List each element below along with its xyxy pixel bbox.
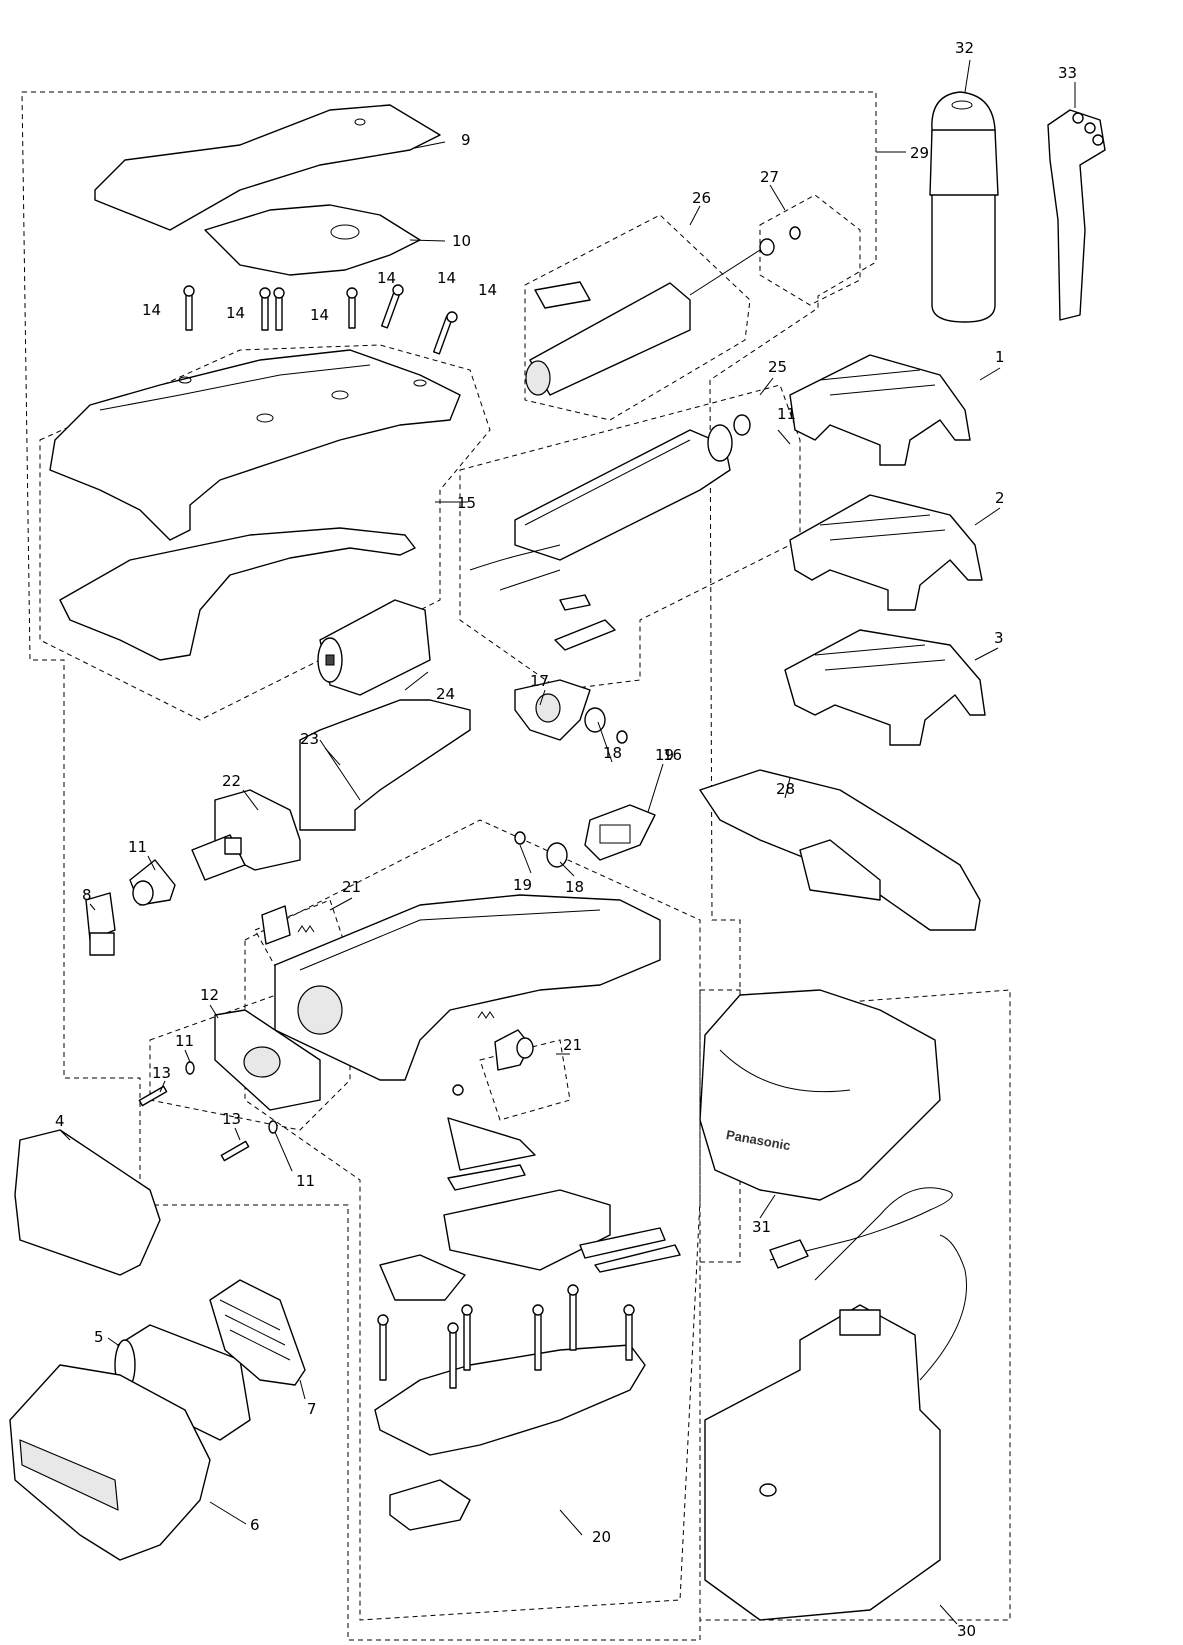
label-part-4: 4 (55, 1112, 65, 1130)
boundary-15 (39, 344, 491, 721)
boundary-20 (244, 819, 701, 1621)
label-part-13: 13 (222, 1110, 241, 1128)
part-10-gasket (204, 204, 421, 276)
label-part-31: 31 (752, 1218, 771, 1236)
part-23-bracket (299, 699, 471, 831)
label-part-22: 22 (222, 772, 241, 790)
part-1-comb (789, 354, 971, 466)
label-part-14: 14 (377, 269, 396, 287)
label-part-14: 14 (478, 281, 497, 299)
boundary-26 (524, 214, 751, 421)
boundary-27 (759, 194, 861, 306)
label-part-29: 29 (910, 144, 929, 162)
part-33-brush (1047, 109, 1106, 321)
part-20-lower-assembly (374, 1117, 681, 1531)
label-part-15: 15 (457, 494, 476, 512)
part-31-stand: Panasonic (699, 989, 941, 1201)
part-14-screws (183, 284, 458, 355)
label-part-30: 30 (957, 1622, 976, 1640)
part-22-switch (191, 789, 301, 881)
part-26-motor-battery (525, 249, 761, 396)
part-16-plate (584, 804, 656, 861)
part-25-battery-holder (469, 414, 751, 651)
part-3-comb (784, 629, 986, 746)
part-18-gears (546, 707, 606, 868)
label-part-7: 7 (307, 1400, 317, 1418)
label-part-14: 14 (226, 304, 245, 322)
label-part-19: 19 (655, 746, 674, 764)
part-24-motor (317, 599, 431, 696)
label-part-23: 23 (300, 730, 319, 748)
part-28-attachment (699, 769, 981, 931)
part-main-body (274, 894, 661, 1081)
label-part-11: 11 (175, 1032, 194, 1050)
part-15-upper-case (49, 349, 461, 661)
label-part-14: 14 (142, 301, 161, 319)
part-21-springs (261, 905, 534, 1071)
label-part-6: 6 (250, 1516, 260, 1534)
label-part-5: 5 (94, 1328, 104, 1346)
label-part-1: 1 (995, 348, 1005, 366)
part-2-comb (789, 494, 983, 611)
label-part-11: 11 (296, 1172, 315, 1190)
part-11-orings (185, 1061, 464, 1134)
label-part-25: 25 (768, 358, 787, 376)
label-part-16: 16 (663, 746, 682, 764)
part-8-button (85, 892, 116, 956)
part-32-oil-bottle (929, 91, 999, 323)
label-part-12: 12 (200, 986, 219, 1004)
part-9-top-cover (94, 104, 441, 231)
label-part-18: 18 (603, 744, 622, 762)
boundary-29 (21, 91, 877, 1641)
label-part-24: 24 (436, 685, 455, 703)
boundary-25 (459, 384, 801, 691)
label-part-2: 2 (995, 489, 1005, 507)
label-part-27: 27 (760, 168, 779, 186)
label-part-21: 21 (342, 878, 361, 896)
label-part-21: 21 (563, 1036, 582, 1054)
part-7-roller (209, 1279, 306, 1386)
part-12-plate (214, 1009, 321, 1111)
part-4-cover (14, 1129, 161, 1276)
boundary-30 (699, 989, 1011, 1621)
label-part-18: 18 (565, 878, 584, 896)
label-part-20: 20 (592, 1528, 611, 1546)
part-13-screws (138, 1085, 250, 1162)
label-part-14: 14 (310, 306, 329, 324)
part-19-rings (514, 730, 628, 845)
label-part-3: 3 (994, 629, 1004, 647)
label-part-8: 8 (82, 886, 92, 904)
part-27-washer (759, 226, 801, 256)
label-part-33: 33 (1058, 64, 1077, 82)
label-part-9: 9 (461, 131, 471, 149)
leader-lines (59, 59, 1076, 1625)
part-6-head-frame (9, 1364, 211, 1561)
part-11-cap (129, 859, 176, 906)
label-part-28: 28 (776, 780, 795, 798)
label-part-32: 32 (955, 39, 974, 57)
label-part-19: 19 (513, 876, 532, 894)
label-part-14: 14 (437, 269, 456, 287)
label-part-13: 13 (152, 1064, 171, 1082)
part-17-gear-holder (514, 679, 591, 741)
label-part-11: 11 (128, 838, 147, 856)
label-part-26: 26 (692, 189, 711, 207)
label-part-17: 17 (530, 672, 549, 690)
part-30-charger (704, 1187, 968, 1621)
label-part-11: 11 (777, 405, 796, 423)
part-labels: 9 10 29 32 33 1 2 3 11 25 27 26 28 14 14… (55, 39, 1077, 1640)
label-part-10: 10 (452, 232, 471, 250)
